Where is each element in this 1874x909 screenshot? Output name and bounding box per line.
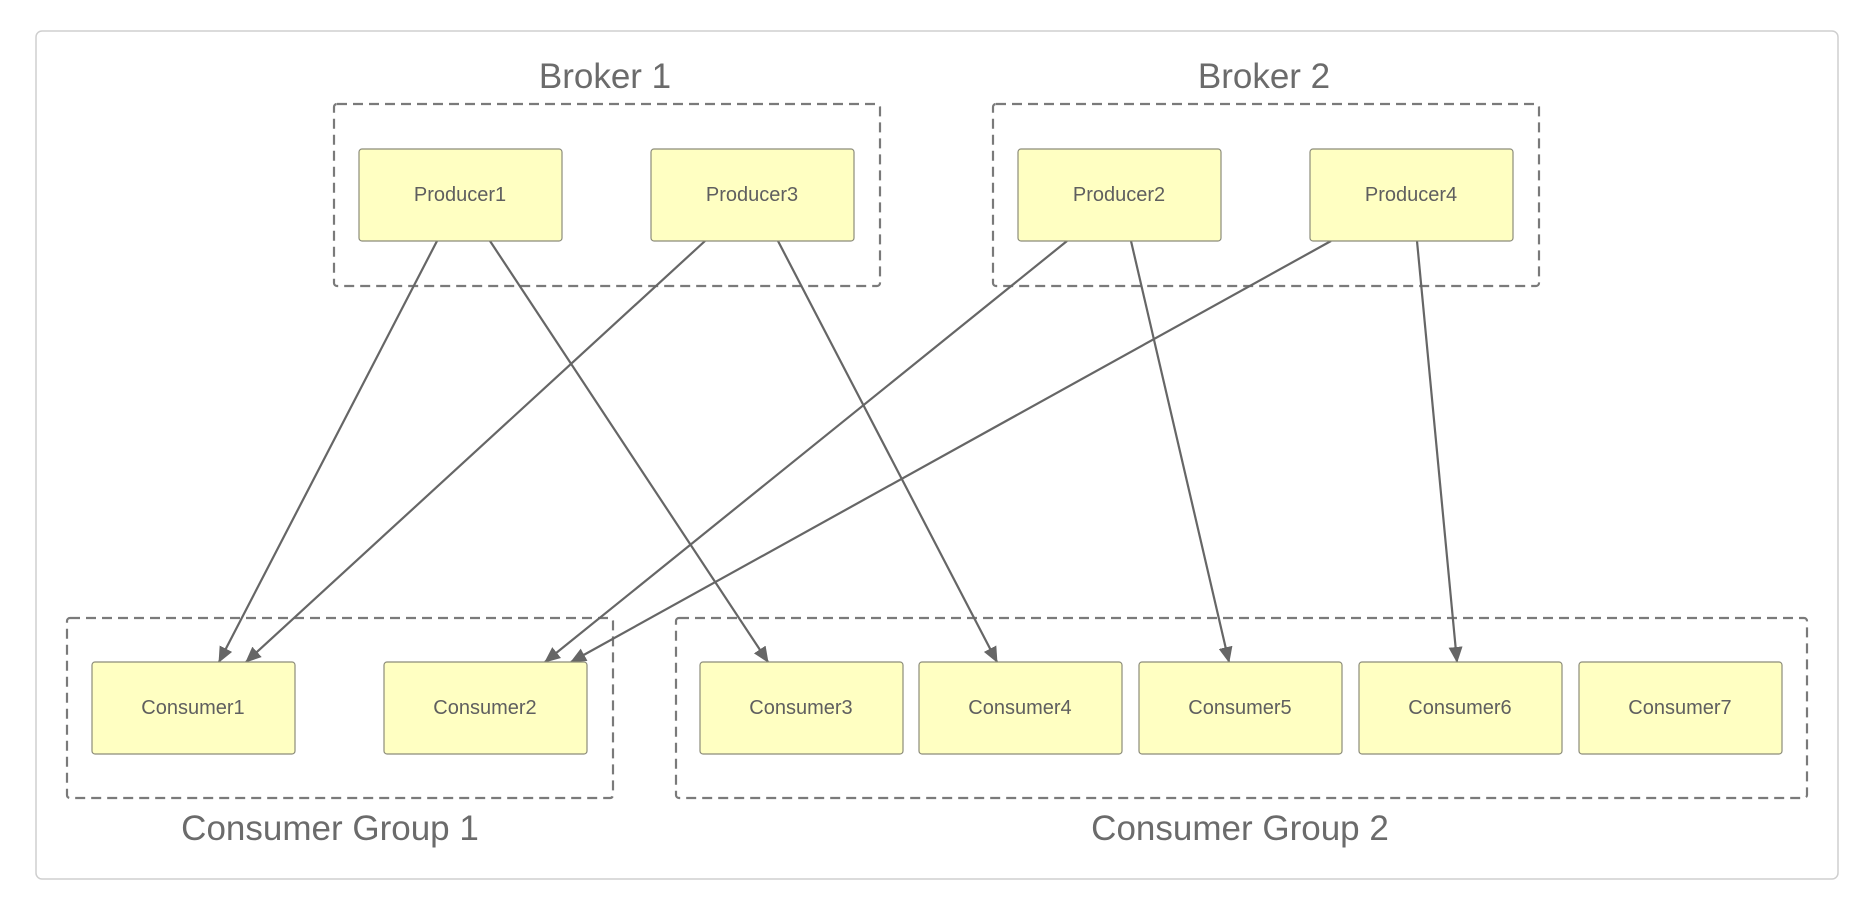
node-box [1578,661,1783,755]
group-label-consumer-group-2: Consumer Group 2 [1091,809,1389,848]
node-label: Consumer7 [1628,697,1731,719]
groups-layer: Broker 1 Broker 2 Consumer Group 1 Consu… [65,57,1809,848]
edges-layer [218,240,1463,663]
edge-producer4-to-consumer2 [570,240,1332,663]
edge-producer1-to-consumer3 [489,240,769,663]
node-box [383,661,588,755]
node-label: Consumer2 [433,697,536,719]
group-broker-2: Broker 2 [991,57,1541,288]
group-broker-1: Broker 1 [332,57,882,288]
edge-producer4-to-consumer6 [1415,240,1463,663]
node-producer1[interactable]: Producer1 [358,148,563,242]
node-box [699,661,904,755]
node-consumer1[interactable]: Consumer1 [91,661,296,755]
edge-producer1-to-consumer1 [218,240,438,663]
node-producer2[interactable]: Producer2 [1017,148,1222,242]
node-box [1017,148,1222,242]
group-label-broker-2: Broker 2 [1198,57,1330,96]
node-label: Consumer1 [141,697,244,719]
group-consumer-group-1: Consumer Group 1 [65,616,615,848]
nodes-layer: Producer1 Producer3 Producer2 Producer4 … [91,148,1783,755]
group-box-consumer-group-1 [65,616,615,800]
group-consumer-group-2: Consumer Group 2 [674,616,1809,848]
node-consumer6[interactable]: Consumer6 [1358,661,1563,755]
node-box [1309,148,1514,242]
node-box [358,148,563,242]
node-box [650,148,855,242]
node-box [918,661,1123,755]
edge-producer3-to-consumer1 [245,240,706,663]
node-consumer5[interactable]: Consumer5 [1138,661,1343,755]
group-label-broker-1: Broker 1 [539,57,671,96]
node-label: Consumer3 [749,697,852,719]
group-box-broker-2 [991,102,1541,288]
group-box-consumer-group-2 [674,616,1809,800]
node-consumer4[interactable]: Consumer4 [918,661,1123,755]
group-box-broker-1 [332,102,882,288]
node-consumer2[interactable]: Consumer2 [383,661,588,755]
node-producer4[interactable]: Producer4 [1309,148,1514,242]
node-label: Producer2 [1073,184,1165,206]
node-box [1138,661,1343,755]
node-label: Producer1 [414,184,506,206]
node-label: Producer4 [1365,184,1457,206]
node-label: Consumer6 [1408,697,1511,719]
node-consumer3[interactable]: Consumer3 [699,661,904,755]
node-label: Consumer4 [968,697,1071,719]
node-producer3[interactable]: Producer3 [650,148,855,242]
node-box [1358,661,1563,755]
node-consumer7[interactable]: Consumer7 [1578,661,1783,755]
edge-producer3-to-consumer4 [777,240,998,663]
edge-producer2-to-consumer2 [544,240,1068,663]
edge-producer2-to-consumer5 [1129,240,1233,663]
node-box [91,661,296,755]
group-label-consumer-group-1: Consumer Group 1 [181,809,479,848]
node-label: Consumer5 [1188,697,1291,719]
node-label: Producer3 [706,184,798,206]
